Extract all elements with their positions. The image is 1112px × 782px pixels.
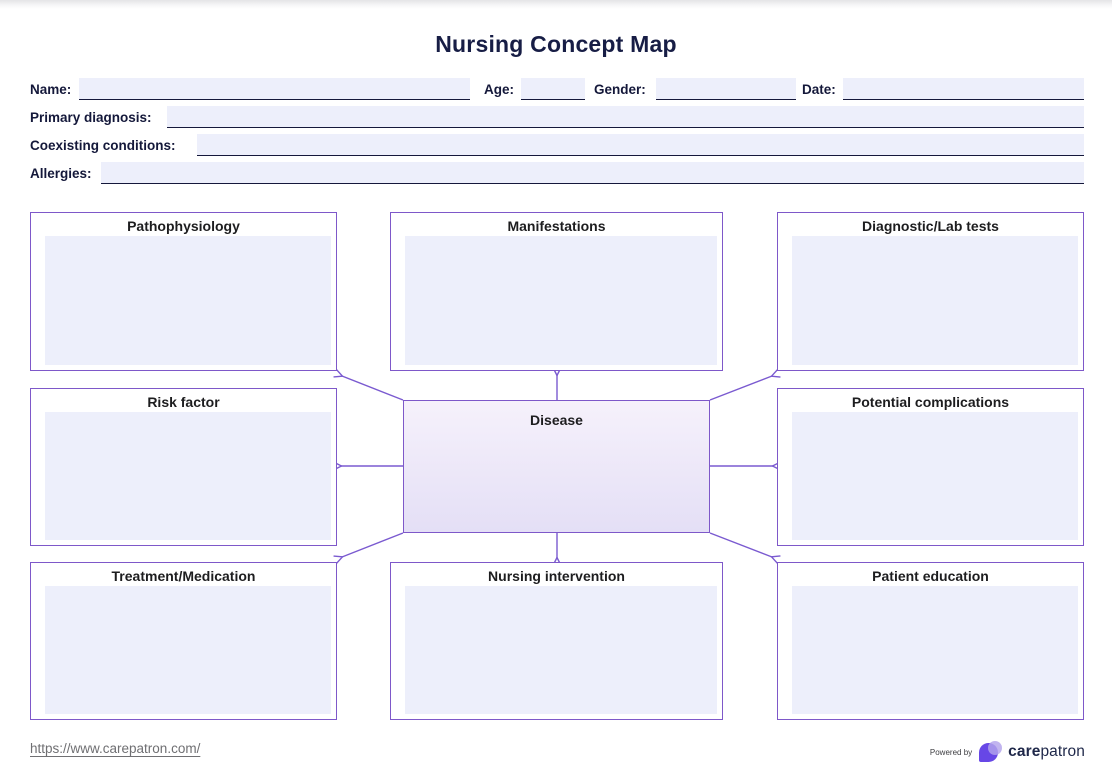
node-title-manifestations: Manifestations: [507, 218, 606, 234]
node-nursing-intervention: Nursing intervention: [390, 562, 723, 720]
name-input[interactable]: [79, 78, 470, 100]
treatment-medication-notes-area[interactable]: [45, 586, 331, 714]
date-input[interactable]: [843, 78, 1084, 100]
risk-factor-notes-area[interactable]: [45, 412, 331, 540]
logo-dot-shape: [988, 741, 1003, 755]
age-label: Age:: [484, 78, 514, 100]
nursing-intervention-notes-area[interactable]: [405, 586, 717, 714]
pathophysiology-notes-area[interactable]: [45, 236, 331, 365]
primary-diagnosis-label: Primary diagnosis:: [30, 106, 152, 128]
carepatron-logo-icon: [979, 741, 1003, 763]
powered-by-label: Powered by: [929, 747, 973, 757]
diagnostic-lab-tests-notes-area[interactable]: [792, 236, 1078, 365]
node-pathophysiology: Pathophysiology: [30, 212, 337, 371]
node-title-disease: Disease: [530, 412, 583, 428]
coexisting-conditions-label: Coexisting conditions:: [30, 134, 176, 156]
node-title-treatment-medication: Treatment/Medication: [111, 568, 256, 584]
node-title-risk-factor: Risk factor: [147, 394, 220, 410]
potential-complications-notes-area[interactable]: [792, 412, 1078, 540]
node-potential-complications: Potential complications: [777, 388, 1084, 546]
node-risk-factor: Risk factor: [30, 388, 337, 546]
page-title: Nursing Concept Map: [435, 31, 677, 57]
node-title-diagnostic-lab-tests: Diagnostic/Lab tests: [862, 218, 999, 234]
carepatron-wordmark: carepatron: [1008, 743, 1085, 761]
age-input[interactable]: [521, 78, 585, 100]
gender-input[interactable]: [656, 78, 796, 100]
node-title-nursing-intervention: Nursing intervention: [488, 568, 625, 584]
node-treatment-medication: Treatment/Medication: [30, 562, 337, 720]
powered-by-brand: Powered by carepatron: [930, 737, 1085, 767]
date-label: Date:: [802, 78, 836, 100]
patient-education-notes-area[interactable]: [792, 586, 1078, 714]
allergies-input[interactable]: [101, 162, 1084, 184]
arrow-to-diagnostic-lab-tests: [709, 376, 772, 401]
node-title-patient-education: Patient education: [872, 568, 989, 584]
coexisting-conditions-input[interactable]: [197, 134, 1084, 156]
arrow-to-patient-education: [709, 532, 772, 557]
wordmark-patron: patron: [1040, 743, 1085, 760]
website-link[interactable]: https://www.carepatron.com/: [30, 741, 201, 756]
primary-diagnosis-input[interactable]: [167, 106, 1084, 128]
name-label: Name:: [30, 78, 72, 100]
page-top-shadow: [0, 0, 1112, 9]
node-title-potential-complications: Potential complications: [851, 394, 1010, 410]
node-patient-education: Patient education: [777, 562, 1084, 720]
node-title-pathophysiology: Pathophysiology: [127, 218, 240, 234]
manifestations-notes-area[interactable]: [405, 236, 717, 365]
arrow-to-treatment-medication: [342, 532, 404, 557]
node-disease: Disease: [403, 400, 710, 533]
gender-label: Gender:: [594, 78, 646, 100]
wordmark-care: care: [1008, 743, 1041, 760]
disease-notes-area[interactable]: [404, 431, 709, 532]
node-diagnostic-lab-tests: Diagnostic/Lab tests: [777, 212, 1084, 371]
allergies-label: Allergies:: [30, 162, 92, 184]
node-manifestations: Manifestations: [390, 212, 723, 371]
arrow-to-pathophysiology: [342, 376, 404, 401]
